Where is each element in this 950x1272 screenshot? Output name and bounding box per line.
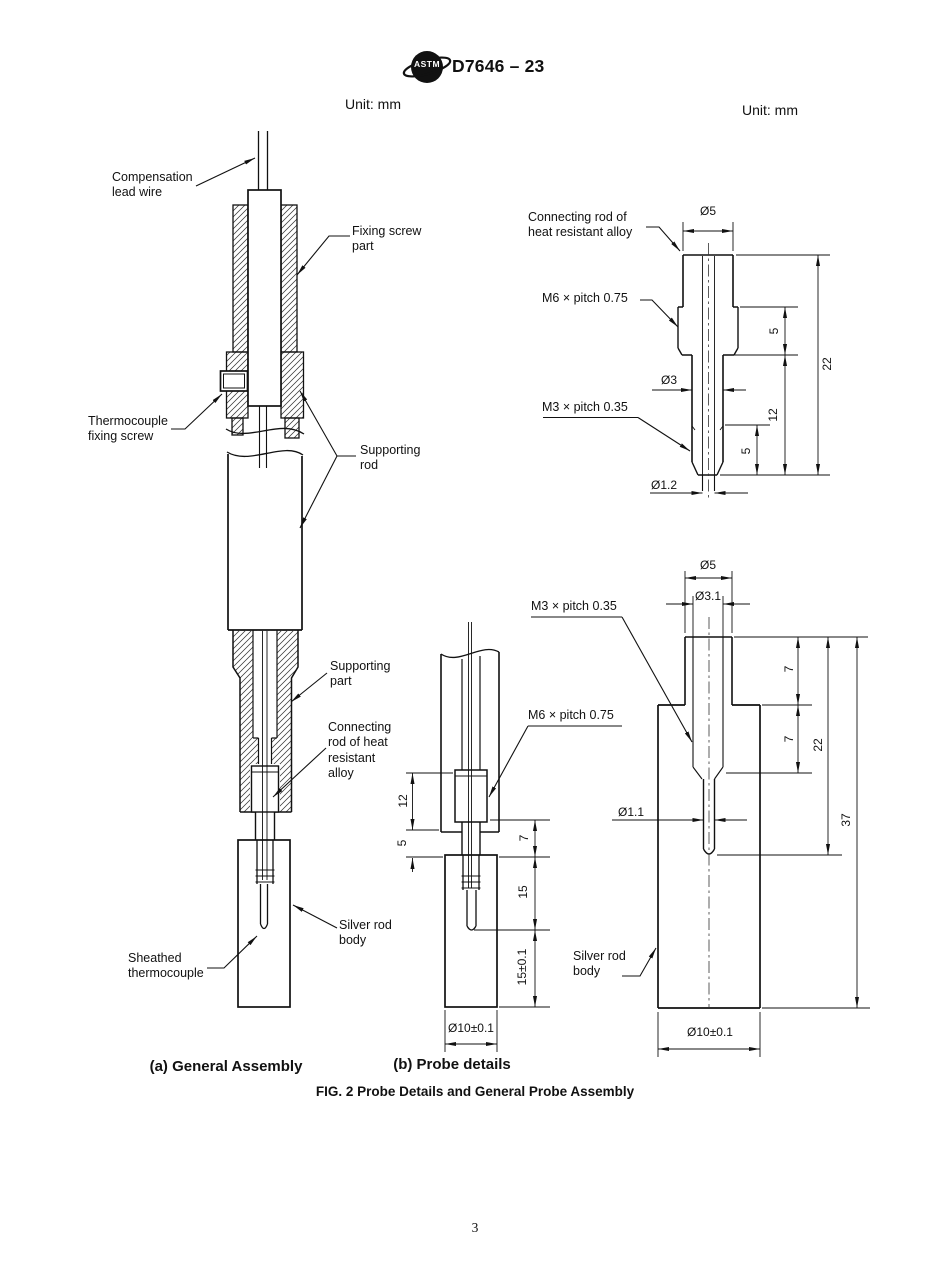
dim-dia31-bottom: Ø3.1 bbox=[694, 589, 722, 603]
dim-5-b: 5 bbox=[395, 839, 409, 847]
label-m6-thread-b: M6 × pitch 0.75 bbox=[528, 708, 614, 722]
label-compensation-lead-wire: Compensation lead wire bbox=[112, 170, 193, 200]
unit-label-right: Unit: mm bbox=[742, 102, 798, 118]
dim-dia11-bottom: Ø1.1 bbox=[617, 805, 645, 819]
dim-dia5-top: Ø5 bbox=[699, 204, 717, 218]
dim-dia10-b: Ø10±0.1 bbox=[448, 1021, 494, 1035]
dim-dia5-bottom: Ø5 bbox=[699, 558, 717, 572]
label-m6-thread-top: M6 × pitch 0.75 bbox=[542, 291, 628, 305]
astm-logo-text: ASTM bbox=[413, 59, 441, 69]
label-fixing-screw-part: Fixing screw part bbox=[352, 224, 422, 254]
figure-caption: FIG. 2 Probe Details and General Probe A… bbox=[315, 1084, 635, 1099]
dim-dia12-top: Ø1.2 bbox=[650, 478, 678, 492]
astm-logo-icon bbox=[402, 51, 452, 83]
label-silver-rod-body: Silver rod body bbox=[339, 918, 392, 948]
label-thermocouple-fixing-screw: Thermocouple fixing screw bbox=[88, 414, 168, 444]
dim-12-b: 12 bbox=[396, 794, 410, 808]
dim-22-bottom: 22 bbox=[811, 738, 825, 752]
label-m3-thread-top: M3 × pitch 0.35 bbox=[542, 400, 628, 414]
caption-probe-details: (b) Probe details bbox=[393, 1056, 511, 1073]
dim-dia3-top: Ø3 bbox=[660, 373, 678, 387]
dim-37-bottom: 37 bbox=[839, 813, 853, 827]
dim-7-b: 7 bbox=[517, 834, 531, 842]
unit-label-left: Unit: mm bbox=[345, 96, 401, 112]
label-connecting-rod-top: Connecting rod of heat resistant alloy bbox=[528, 210, 633, 240]
dim-12-top: 12 bbox=[766, 408, 780, 422]
standard-designation: D7646 – 23 bbox=[452, 56, 545, 76]
dim-5-m3-top: 5 bbox=[739, 447, 753, 455]
label-m3-thread-bottom: M3 × pitch 0.35 bbox=[531, 599, 617, 613]
dim-15-tol-b: 15±0.1 bbox=[515, 948, 529, 986]
dim-7-lower-bottom: 7 bbox=[782, 735, 796, 743]
label-supporting-part: Supporting part bbox=[330, 659, 391, 689]
label-silver-rod-body-bottom: Silver rod body bbox=[573, 949, 626, 979]
dim-dia10-bottom: Ø10±0.1 bbox=[687, 1025, 733, 1039]
label-supporting-rod: Supporting rod bbox=[360, 443, 421, 473]
label-connecting-rod: Connecting rod of heat resistant alloy bbox=[328, 720, 392, 780]
label-sheathed-thermocouple: Sheathed thermocouple bbox=[128, 951, 204, 981]
page-number: 3 bbox=[471, 1220, 479, 1235]
dim-15-b: 15 bbox=[516, 885, 530, 899]
dim-7-upper-bottom: 7 bbox=[782, 665, 796, 673]
caption-general-assembly: (a) General Assembly bbox=[149, 1058, 303, 1075]
dim-22-top: 22 bbox=[820, 357, 834, 371]
dim-5-thread-top: 5 bbox=[767, 327, 781, 335]
